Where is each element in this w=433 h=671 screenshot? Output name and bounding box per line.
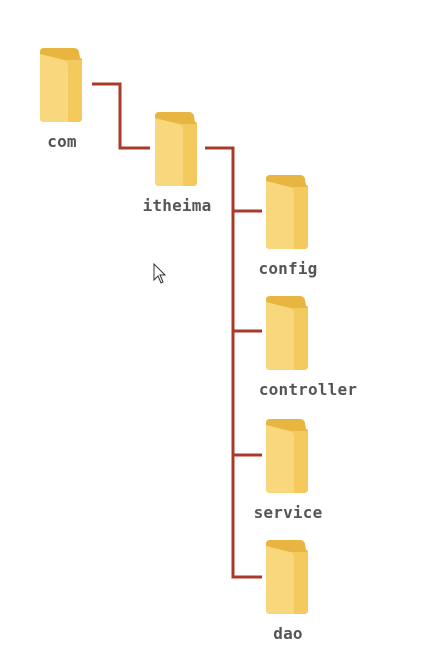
folder-label: dao <box>273 624 303 643</box>
folder-itheima[interactable]: itheima <box>117 112 237 232</box>
folder-icon <box>266 419 312 495</box>
folder-dao[interactable]: dao <box>228 540 348 660</box>
folder-service[interactable]: service <box>228 419 348 539</box>
connector-com-itheima <box>92 82 150 150</box>
folder-label: service <box>253 503 323 522</box>
folder-label: itheima <box>142 196 212 215</box>
folder-controller[interactable]: controller <box>248 296 368 416</box>
folder-config[interactable]: config <box>228 175 348 295</box>
folder-icon <box>266 175 312 251</box>
folder-com[interactable]: com <box>2 48 122 168</box>
folder-icon <box>266 540 312 616</box>
folder-icon <box>155 112 201 188</box>
connector-itheima-trunk <box>205 146 262 579</box>
mouse-cursor-icon <box>153 262 167 285</box>
folder-icon <box>40 48 86 124</box>
folder-label: controller <box>258 380 358 399</box>
folder-icon <box>266 296 312 372</box>
folder-label: config <box>258 259 318 278</box>
folder-label: com <box>47 132 77 151</box>
